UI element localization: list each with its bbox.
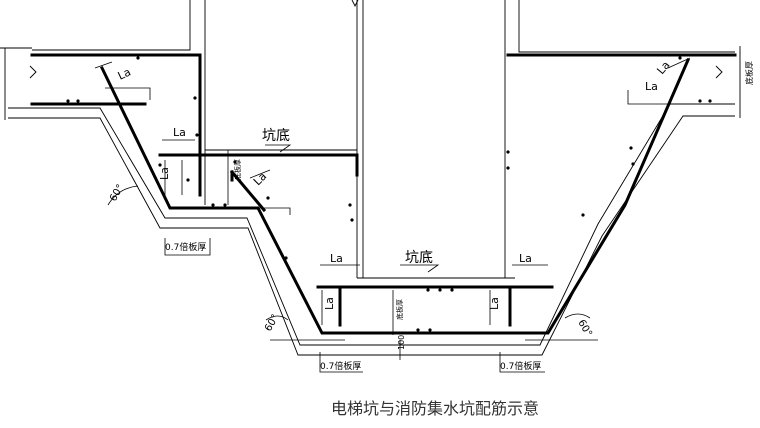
la-label-2: La bbox=[173, 126, 186, 139]
la-label-6: La bbox=[323, 297, 336, 310]
la-label-3: La bbox=[158, 167, 171, 180]
main-rebar bbox=[30, 53, 737, 335]
pit-bottom-label-lower: 坑底 bbox=[405, 250, 433, 266]
thickness-factor-label-3: 0.7倍板厚 bbox=[500, 360, 541, 372]
angle-label-3: 60° bbox=[575, 318, 593, 339]
wall-outlines bbox=[32, 0, 735, 279]
slab-thickness-label-3: 底板厚 bbox=[744, 61, 754, 85]
la-label-9: La bbox=[645, 80, 658, 93]
la-label-5: La bbox=[330, 252, 343, 265]
la-label-7: La bbox=[519, 252, 532, 265]
thickness-factor-label-2: 0.7倍板厚 bbox=[320, 360, 361, 372]
slab-thickness-label-2: 底板厚 bbox=[395, 299, 404, 320]
la-label-1: La bbox=[116, 65, 133, 82]
la-label-10: La bbox=[654, 59, 672, 77]
concrete-outline bbox=[0, 46, 741, 356]
drawing-title: 电梯坑与消防集水坑配筋示意 bbox=[331, 399, 539, 418]
la-label-4: La bbox=[251, 170, 269, 188]
pit-bottom-label-upper: 坑底 bbox=[262, 128, 290, 144]
dimension-lines bbox=[94, 57, 691, 373]
la-label-8: La bbox=[488, 297, 501, 310]
slab-thickness-label-1: 底板厚 bbox=[233, 159, 242, 180]
thickness-factor-label-1: 0.7倍板厚 bbox=[165, 241, 206, 253]
angle-label-1: 60° bbox=[108, 183, 126, 204]
rebar-dots bbox=[66, 56, 712, 332]
height-label: 100 bbox=[397, 335, 406, 350]
